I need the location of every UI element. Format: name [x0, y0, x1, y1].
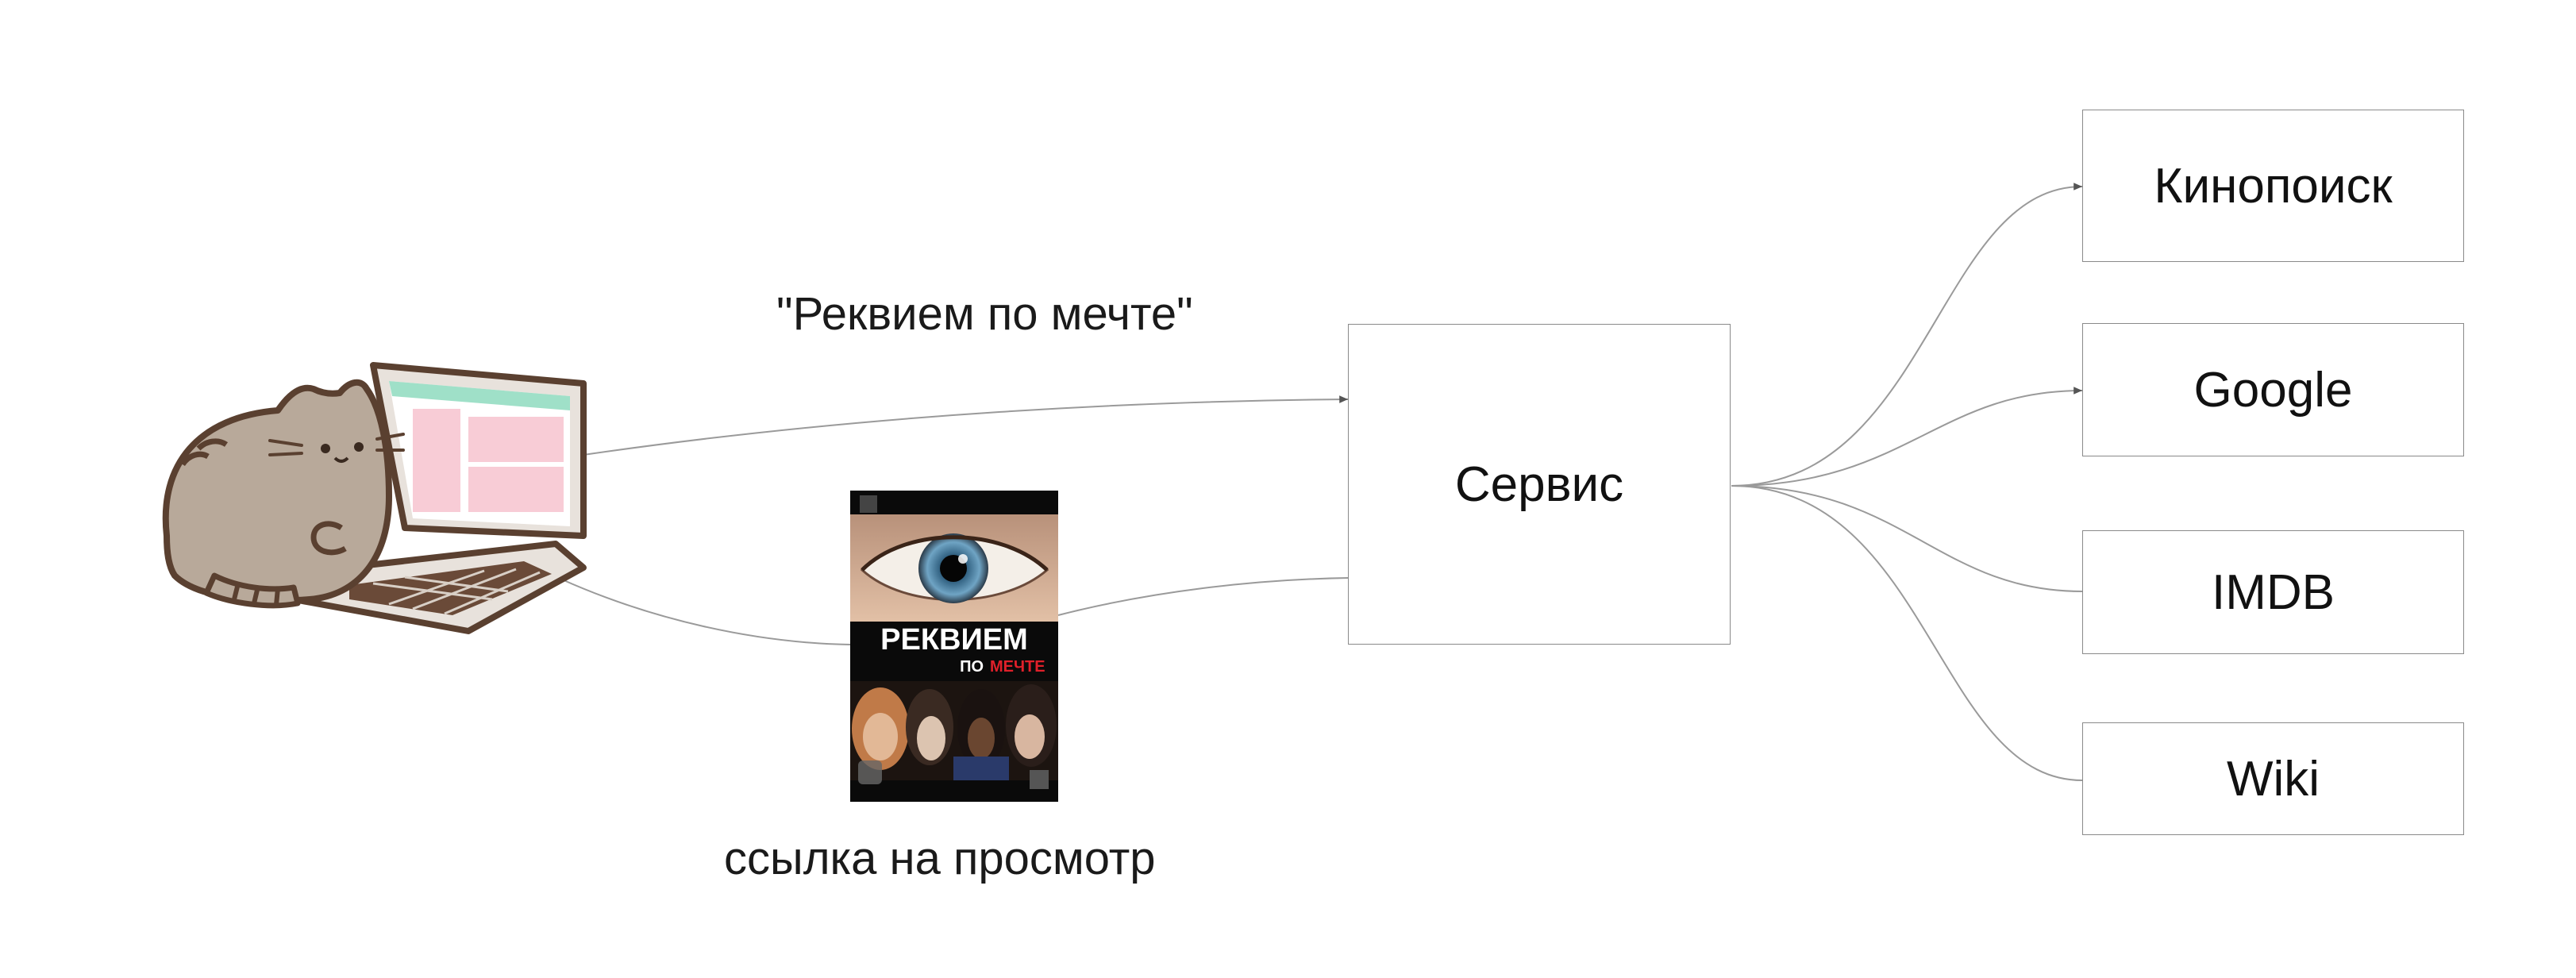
music-note-icon — [1030, 770, 1049, 789]
connector-service-to-kinopoisk — [1731, 183, 2083, 487]
connector-service-to-imdb — [1731, 485, 2083, 592]
connector-poster-to-service — [1057, 577, 1349, 616]
service-node: Сервис — [1348, 324, 1731, 645]
cat-with-laptop-illustration — [162, 362, 587, 634]
source-node-label: Google — [2193, 362, 2353, 418]
poster-cast-image — [850, 681, 1058, 780]
connector-service-to-wiki — [1731, 485, 2083, 781]
movie-poster: РЕКВИЕМ ПО МЕЧТЕ — [850, 491, 1058, 802]
source-node-kinopoisk: Кинопоиск — [2082, 110, 2464, 262]
source-node-label: IMDB — [2212, 564, 2335, 620]
poster-title-word-mechte: МЕЧТЕ — [990, 658, 1045, 676]
source-node-imdb: IMDB — [2082, 530, 2464, 654]
cat-icon — [162, 379, 405, 609]
service-node-label: Сервис — [1454, 456, 1624, 512]
source-node-label: Wiki — [2226, 751, 2320, 807]
poster-title-word-po: ПО — [960, 658, 984, 676]
laptop-icon — [287, 362, 587, 634]
connector-user-to-service — [583, 395, 1349, 456]
connector-service-to-google — [1731, 387, 2083, 487]
bookmark-icon — [860, 495, 877, 513]
source-node-google: Google — [2082, 323, 2464, 456]
query-label: "Реквием по мечте" — [776, 288, 1193, 340]
source-node-label: Кинопоиск — [2154, 158, 2393, 214]
watch-link-label: ссылка на просмотр — [724, 833, 1156, 884]
poster-title-line1: РЕКВИЕМ — [880, 623, 1028, 656]
camera-icon — [858, 760, 882, 784]
connector-user-to-poster — [561, 579, 851, 645]
source-node-wiki: Wiki — [2082, 722, 2464, 835]
